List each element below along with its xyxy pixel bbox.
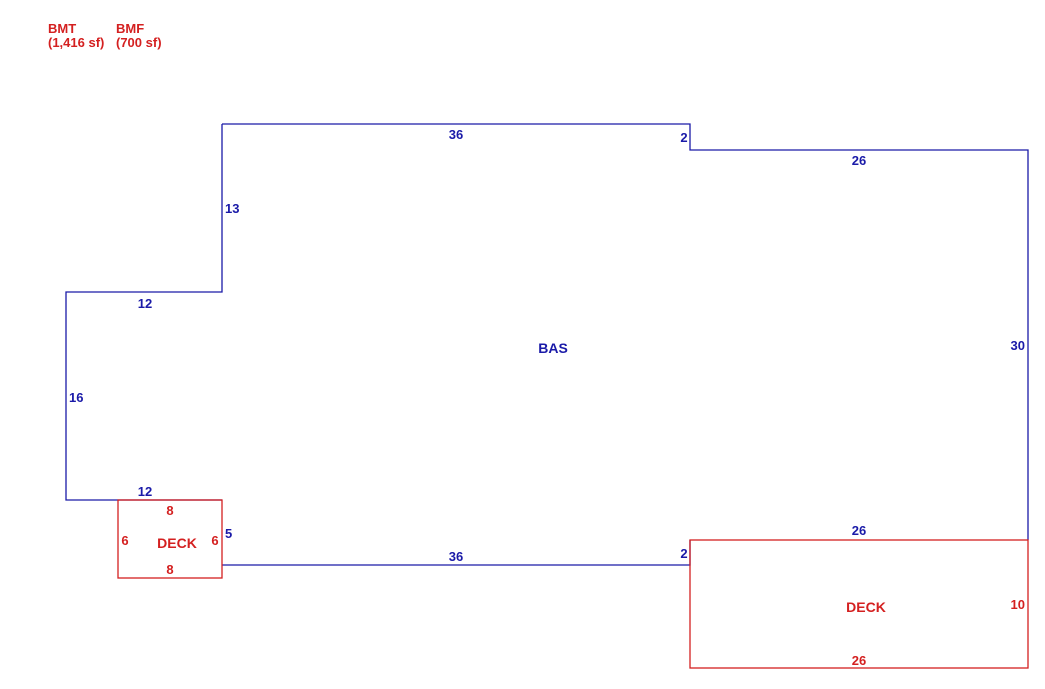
deck-large-dim-bottom: 26 bbox=[852, 653, 866, 668]
deck-small-label: DECK bbox=[157, 535, 197, 551]
dim-bottom-left: 12 bbox=[138, 484, 152, 499]
dim-left-upper: 13 bbox=[225, 201, 239, 216]
dim-top-right: 26 bbox=[852, 153, 866, 168]
deck-small-dim-right: 6 bbox=[211, 533, 218, 548]
deck-large-labels: DECK 10 26 bbox=[846, 597, 1025, 668]
bas-label: BAS bbox=[538, 340, 568, 356]
legend: BMT (1,416 sf) BMF (700 sf) bbox=[48, 21, 162, 50]
dim-top-left: 36 bbox=[449, 127, 463, 142]
deck-small-dim-bottom: 8 bbox=[166, 562, 173, 577]
legend-area-bmt: (1,416 sf) bbox=[48, 35, 104, 50]
deck-small-labels: DECK 8 6 6 8 bbox=[121, 503, 218, 577]
deck-large-label: DECK bbox=[846, 599, 886, 615]
legend-area-bmf: (700 sf) bbox=[116, 35, 162, 50]
deck-small-outline bbox=[117, 499, 223, 579]
legend-code-bmt: BMT bbox=[48, 21, 76, 36]
bas-dimension-labels: BAS 36 2 26 13 12 30 16 12 5 36 2 26 bbox=[69, 127, 1025, 564]
dim-bottom-step: 5 bbox=[225, 526, 232, 541]
dim-bottom-step-right: 2 bbox=[680, 546, 687, 561]
dim-bottom-right: 26 bbox=[852, 523, 866, 538]
dim-left-ledge: 12 bbox=[138, 296, 152, 311]
deck-large-outline bbox=[689, 539, 1029, 669]
deck-small-dim-top: 8 bbox=[166, 503, 173, 518]
deck-large-dim-right: 10 bbox=[1011, 597, 1025, 612]
legend-code-bmf: BMF bbox=[116, 21, 144, 36]
dim-left-lower: 16 bbox=[69, 390, 83, 405]
dim-right: 30 bbox=[1011, 338, 1025, 353]
deck-small-dim-left: 6 bbox=[121, 533, 128, 548]
dim-bottom-middle: 36 bbox=[449, 549, 463, 564]
dim-top-step: 2 bbox=[680, 130, 687, 145]
